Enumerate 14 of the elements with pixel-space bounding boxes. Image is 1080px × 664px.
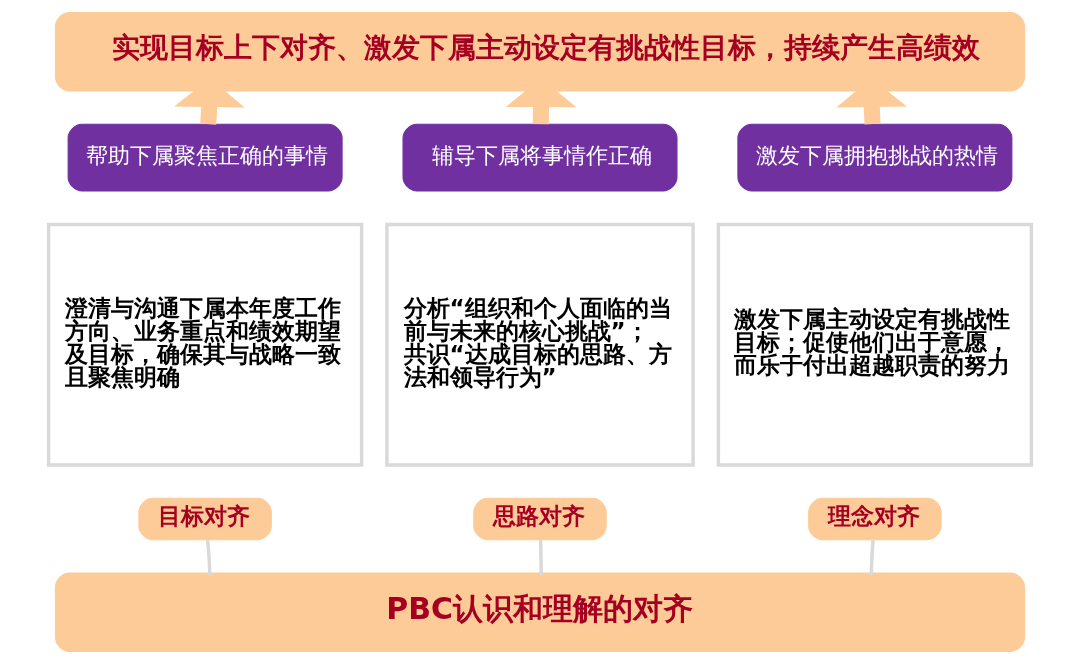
node-box: 激发下属主动设定有挑战性目标；促使他们出于意愿，而乐于付出超越职责的努力: [716, 222, 1034, 467]
connector: [205, 539, 212, 576]
node-box: 辅导下属将事情作正确: [402, 123, 678, 192]
node-box: 分析“组织和个人面临的当前与未来的核心挑战”； 共识“达成目标的思路、方法和领导行为”: [385, 222, 695, 467]
node-box: 实现目标上下对齐、激发下属主动设定有挑战性目标，持续产生高绩效: [54, 12, 1026, 92]
connector: [538, 540, 543, 576]
connector: [869, 539, 875, 576]
node-box: 澄清与沟通下属本年度工作方向、业务重点和绩效期望及目标，确保其与战略一致且聚焦明确: [46, 222, 364, 467]
node-box: 激发下属拥抱挑战的热情: [737, 123, 1013, 192]
node-box: 目标对齐: [138, 497, 272, 541]
node-box: 思路对齐: [473, 497, 607, 541]
node-box: 理念对齐: [808, 497, 942, 541]
node-box: PBC认识和理解的对齐: [54, 572, 1026, 652]
node-box: 帮助下属聚焦正确的事情: [67, 123, 343, 192]
